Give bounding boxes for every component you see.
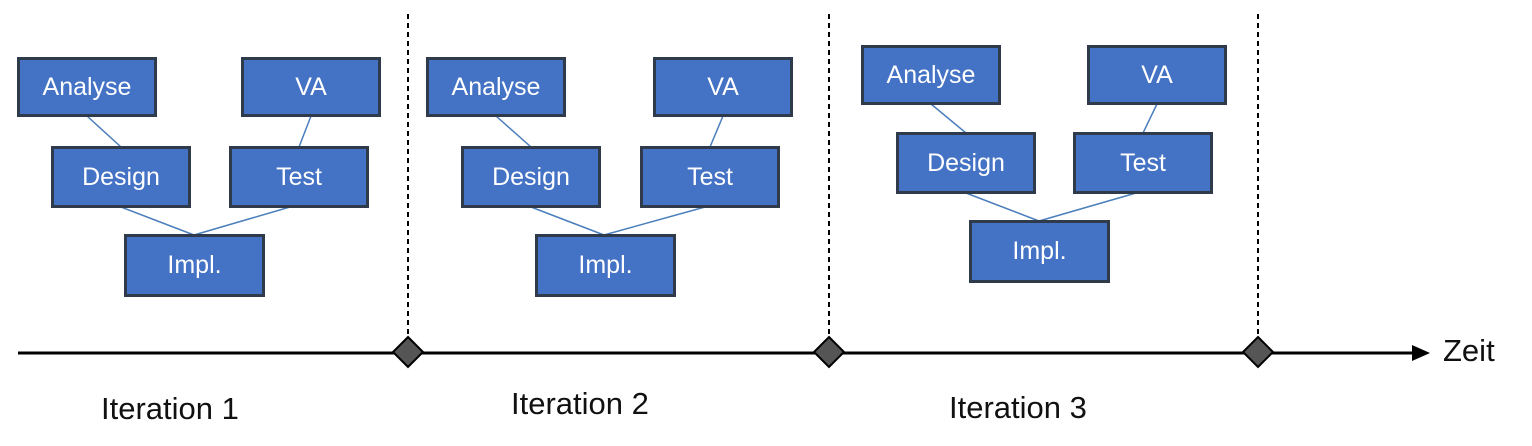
connector-design-impl-2 — [530, 206, 605, 236]
impl-label: Impl. — [578, 251, 633, 279]
connector-design-impl-3 — [965, 192, 1040, 222]
test-label: Test — [687, 162, 733, 191]
time-axis-arrowhead — [1412, 345, 1430, 361]
va-box-1: VA — [241, 57, 381, 117]
connector-analyse-design-2 — [495, 115, 532, 148]
test-box-1: Test — [229, 146, 369, 208]
design-box-3: Design — [896, 132, 1036, 194]
analyse-box-3: Analyse — [861, 45, 1001, 105]
va-box-3: VA — [1087, 45, 1227, 105]
design-box-1: Design — [51, 146, 191, 208]
impl-box-1: Impl. — [124, 234, 265, 297]
connector-analyse-design-1 — [86, 115, 122, 148]
connector-test-impl-2 — [603, 206, 706, 236]
milestone-diamond-1 — [391, 335, 425, 369]
iteration-label-2: Iteration 2 — [511, 386, 649, 421]
connector-va-test-1 — [298, 115, 312, 148]
analyse-label: Analyse — [451, 72, 541, 101]
analyse-label: Analyse — [42, 72, 132, 101]
test-label: Test — [1120, 148, 1166, 177]
va-box-2: VA — [653, 57, 793, 117]
impl-box-3: Impl. — [969, 220, 1110, 283]
test-label: Test — [276, 162, 322, 191]
connector-design-impl-1 — [120, 206, 195, 236]
va-label: VA — [707, 72, 739, 101]
milestone-diamond-2 — [812, 335, 846, 369]
connector-test-impl-3 — [1038, 192, 1137, 222]
test-box-2: Test — [640, 146, 780, 208]
iteration-label-3: Iteration 3 — [949, 390, 1087, 425]
impl-box-2: Impl. — [535, 234, 676, 297]
design-label: Design — [927, 148, 1005, 177]
time-axis-label: Zeit — [1443, 333, 1495, 368]
milestone-diamond-3 — [1241, 335, 1275, 369]
va-label: VA — [1141, 60, 1173, 89]
connector-test-impl-1 — [193, 206, 291, 236]
impl-label: Impl. — [1012, 237, 1067, 265]
iteration-label-1: Iteration 1 — [101, 391, 239, 426]
analyse-label: Analyse — [886, 60, 976, 89]
va-label: VA — [295, 72, 327, 101]
design-label: Design — [492, 162, 570, 191]
connector-va-test-2 — [709, 115, 724, 148]
analyse-box-1: Analyse — [17, 57, 157, 117]
design-label: Design — [82, 162, 160, 191]
analyse-box-2: Analyse — [426, 57, 566, 117]
test-box-3: Test — [1073, 132, 1213, 194]
design-box-2: Design — [461, 146, 601, 208]
connector-va-test-3 — [1142, 103, 1158, 134]
connector-analyse-design-3 — [930, 103, 967, 134]
impl-label: Impl. — [167, 251, 222, 279]
